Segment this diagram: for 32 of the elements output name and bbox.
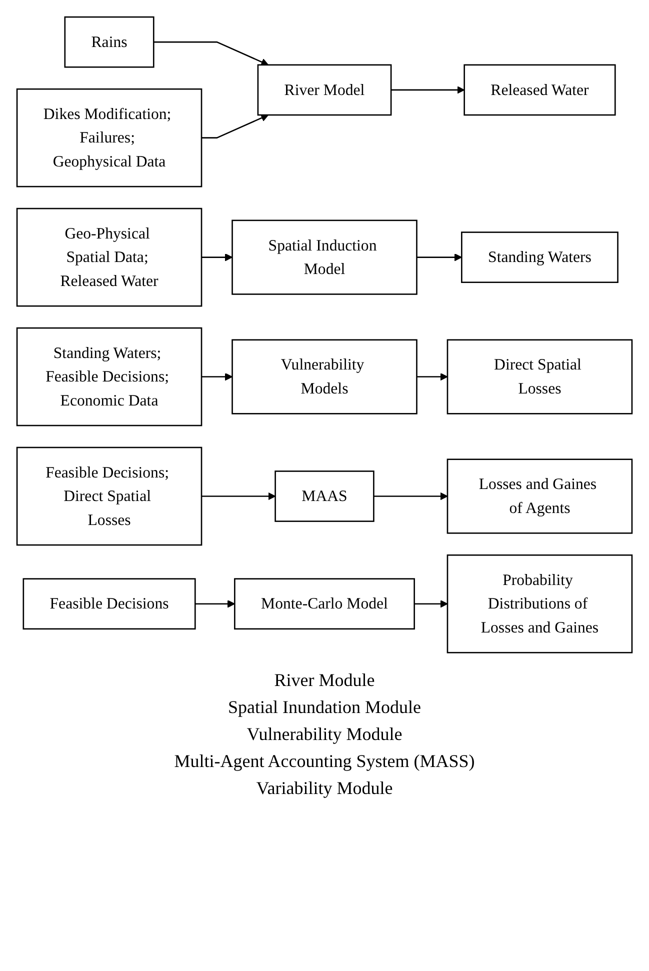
arrow	[202, 492, 276, 500]
node-box: River Model	[257, 64, 392, 116]
node-box: Feasible Decisions	[22, 578, 196, 630]
arrow	[202, 253, 233, 262]
node-box: Spatial Induction Model	[232, 220, 418, 295]
arrow	[202, 372, 233, 381]
node-box: Standing Waters; Feasible Decisions; Economic Data	[16, 327, 202, 426]
arrow	[195, 600, 236, 608]
module-caption: River Module	[274, 670, 375, 691]
node-box: Released Water	[464, 64, 616, 116]
node-box: Standing Waters	[461, 232, 618, 283]
arrow	[154, 41, 269, 66]
arrow	[202, 114, 269, 138]
node-box: Probability Distributions of Losses and Gaines	[446, 554, 633, 654]
module-caption: Spatial Inundation Module	[228, 696, 421, 718]
arrow	[391, 86, 465, 94]
node-box: Rains	[64, 16, 154, 68]
module-caption: Vulnerability Module	[246, 724, 402, 745]
module-caption: Multi-Agent Accounting System (MASS)	[174, 750, 475, 772]
node-box: MAAS	[274, 470, 374, 522]
module-caption: Variability Module	[256, 778, 393, 799]
arrow	[374, 492, 448, 500]
node-box: Dikes Modification; Failures; Geophysical Data	[16, 88, 202, 188]
node-box: Direct Spatial Losses	[446, 339, 633, 414]
node-box: Geo-Physical Spatial Data; Released Water	[16, 208, 202, 307]
arrow	[416, 253, 462, 262]
arrow	[414, 600, 448, 608]
node-box: Vulnerability Models	[232, 339, 418, 414]
node-box: Losses and Gaines of Agents	[446, 458, 633, 534]
node-box: Feasible Decisions; Direct Spatial Losses	[16, 446, 202, 546]
arrow	[416, 372, 448, 381]
node-box: Monte-Carlo Model	[234, 578, 415, 630]
